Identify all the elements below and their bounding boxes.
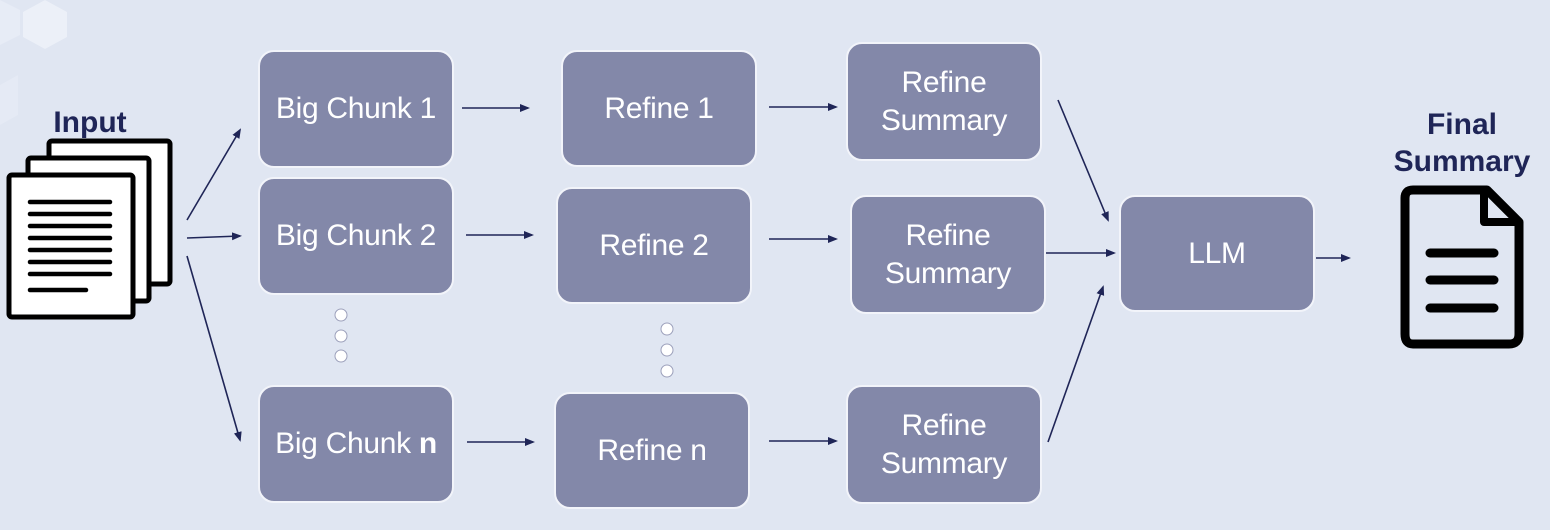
refine-summary-2-box: Refine Summary: [850, 195, 1046, 314]
arrow-input-to-chunk-2: [186, 232, 242, 241]
arrow-input-to-chunk-1: [186, 128, 242, 221]
hexagon-decoration: [0, 0, 20, 45]
big-chunk-n-box: Big Chunk n: [258, 385, 454, 503]
ellipsis-dot: [334, 329, 348, 343]
refine-summary-2-line2: Summary: [884, 256, 1012, 290]
refine-summary-n-line2: Summary: [880, 446, 1008, 480]
refine-2-box: Refine 2: [556, 187, 752, 304]
input-label: Input: [53, 106, 127, 139]
hexagon-decoration: [0, 75, 18, 125]
hexagon-decoration: [23, 0, 67, 49]
big-chunk-2-label: Big Chunk 2: [275, 219, 437, 252]
refine-summary-1-line1: Refine: [901, 65, 987, 99]
ellipsis-dot: [660, 364, 674, 378]
arrow-summary-1-to-llm: [1057, 99, 1109, 222]
refine-2-label: Refine 2: [599, 228, 709, 262]
arrow-input-to-chunk-n: [186, 255, 242, 442]
refine-summary-2-line1: Refine: [905, 218, 991, 252]
big-chunk-1-label: Big Chunk 1: [275, 92, 437, 125]
llm-label: LLM: [1188, 236, 1246, 270]
ellipsis-dot: [334, 349, 348, 363]
refine-summary-n-line1: Refine: [901, 408, 987, 442]
llm-box: LLM: [1119, 195, 1315, 312]
refine-summary-1-line2: Summary: [880, 103, 1008, 137]
refine-n-label: Refine n: [597, 433, 707, 467]
final-summary-line2: Summary: [1393, 145, 1531, 178]
big-chunk-n-label: Big Chunk: [275, 427, 419, 460]
refine-summary-1-box: Refine Summary: [846, 42, 1042, 161]
big-chunk-2-box: Big Chunk 2: [258, 177, 454, 295]
final-summary-line1: Final: [1426, 108, 1497, 141]
refine-1-label: Refine 1: [604, 91, 714, 125]
arrow-summary-n-to-llm: [1047, 285, 1105, 443]
final-summary-label: Final Summary: [1385, 106, 1539, 180]
big-chunk-n-suffix: n: [418, 427, 437, 460]
refine-1-box: Refine 1: [561, 50, 757, 167]
ellipsis-dot: [660, 343, 674, 357]
ellipsis-dot: [660, 322, 674, 336]
refine-summary-n-box: Refine Summary: [846, 385, 1042, 504]
refine-n-box: Refine n: [554, 392, 750, 509]
ellipsis-dot: [334, 308, 348, 322]
big-chunk-1-box: Big Chunk 1: [258, 50, 454, 168]
